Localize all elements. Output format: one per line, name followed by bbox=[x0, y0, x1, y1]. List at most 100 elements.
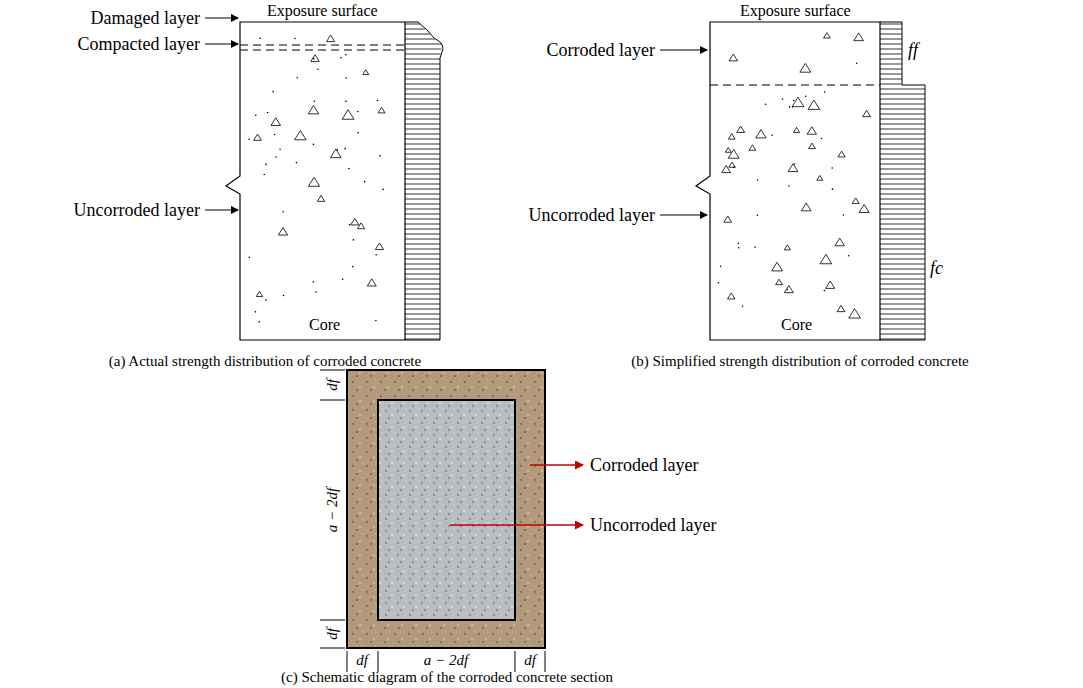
aggregate-speck bbox=[317, 195, 324, 201]
aggregate-speck bbox=[757, 179, 759, 181]
aggregate-speck bbox=[824, 290, 826, 292]
hatch-line bbox=[880, 59, 902, 60]
hatch-line bbox=[880, 219, 925, 220]
hatch-line bbox=[880, 299, 925, 300]
hatch-line bbox=[880, 314, 925, 315]
aggregate-speck bbox=[344, 148, 346, 150]
hatch-line bbox=[880, 44, 902, 45]
aggregate-speck bbox=[800, 63, 811, 72]
aggregate-speck bbox=[729, 162, 736, 167]
aggregate-texture bbox=[718, 33, 871, 318]
hatch-line bbox=[880, 204, 925, 205]
hatch-line bbox=[880, 294, 925, 295]
aggregate-speck bbox=[377, 100, 379, 102]
hatch-line bbox=[880, 189, 925, 190]
leader-arrow bbox=[205, 210, 238, 211]
hatch-line bbox=[405, 39, 435, 40]
hatch-line bbox=[405, 244, 440, 245]
hatch-line bbox=[405, 189, 440, 190]
layer-label: Uncorroded layer bbox=[590, 515, 716, 536]
aggregate-speck bbox=[720, 265, 722, 267]
aggregate-speck bbox=[784, 285, 793, 292]
aggregate-speck bbox=[738, 247, 740, 249]
aggregate-speck bbox=[349, 224, 351, 226]
hatch-line bbox=[405, 329, 440, 330]
aggregate-texture bbox=[248, 35, 385, 323]
leader-arrow bbox=[530, 464, 583, 466]
hatch-line bbox=[405, 99, 440, 100]
hatch-line bbox=[405, 94, 440, 95]
hatch-line bbox=[880, 114, 925, 115]
hatch-line bbox=[880, 239, 925, 240]
aggregate-speck bbox=[793, 127, 799, 132]
aggregate-speck bbox=[283, 295, 285, 297]
aggregate-speck bbox=[826, 281, 835, 288]
hatch-line bbox=[405, 79, 440, 80]
core-label: Core bbox=[307, 316, 342, 334]
aggregate-speck bbox=[256, 291, 262, 296]
hatch-line bbox=[405, 239, 440, 240]
aggregate-speck bbox=[794, 163, 796, 165]
leader-arrow bbox=[205, 18, 238, 19]
hatch-line bbox=[405, 34, 430, 35]
hatch-line bbox=[880, 184, 925, 185]
aggregate-speck bbox=[742, 305, 744, 307]
aggregate-speck bbox=[265, 299, 267, 301]
surface-heading: Exposure surface bbox=[740, 2, 851, 20]
hatch-line bbox=[880, 94, 925, 95]
aggregate-speck bbox=[724, 216, 732, 222]
hatch-line bbox=[880, 164, 925, 165]
aggregate-speck bbox=[843, 214, 845, 216]
corroded-ring bbox=[347, 370, 545, 648]
hatch-line bbox=[880, 289, 925, 290]
aggregate-speck bbox=[749, 145, 756, 150]
aggregate-speck bbox=[728, 293, 735, 299]
hatch-line bbox=[405, 269, 440, 270]
hatch-line bbox=[405, 314, 440, 315]
aggregate-speck bbox=[832, 188, 834, 190]
aggregate-speck bbox=[718, 282, 720, 284]
strength-symbol: fc bbox=[930, 258, 943, 279]
aggregate-speck bbox=[263, 174, 265, 176]
hatch-line bbox=[405, 119, 440, 120]
hatch-line bbox=[880, 74, 902, 75]
aggregate-speck bbox=[364, 181, 366, 183]
aggregate-speck bbox=[255, 115, 257, 117]
hatch-line bbox=[405, 64, 440, 65]
aggregate-speck bbox=[784, 245, 790, 250]
hatch-line bbox=[880, 139, 925, 140]
aggregate-speck bbox=[835, 238, 845, 246]
hatch-line bbox=[880, 234, 925, 235]
aggregate-speck bbox=[265, 164, 267, 166]
aggregate-speck bbox=[821, 138, 823, 140]
aggregate-speck bbox=[314, 101, 316, 103]
dimension-label: df bbox=[524, 652, 536, 669]
aggregate-speck bbox=[807, 127, 816, 134]
hatch-line bbox=[880, 324, 925, 325]
aggregate-speck bbox=[342, 110, 354, 120]
layer-label: Corroded layer bbox=[547, 40, 655, 61]
aggregate-speck bbox=[737, 126, 745, 132]
aggregate-speck bbox=[254, 134, 262, 140]
hatch-line bbox=[880, 49, 902, 50]
hatch-line bbox=[405, 144, 440, 145]
hatch-line bbox=[405, 139, 440, 140]
hatch-line bbox=[880, 334, 925, 335]
hatch-line bbox=[405, 174, 440, 175]
hatch-line bbox=[405, 84, 440, 85]
hatch-line bbox=[405, 184, 440, 185]
aggregate-speck bbox=[308, 177, 319, 186]
aggregate-speck bbox=[859, 204, 869, 212]
hatch-line bbox=[880, 134, 925, 135]
hatch-line bbox=[405, 274, 440, 275]
aggregate-speck bbox=[313, 281, 315, 283]
hatch-line bbox=[880, 84, 902, 85]
hatch-line bbox=[880, 129, 925, 130]
aggregate-speck bbox=[772, 262, 783, 271]
hatch-line bbox=[405, 309, 440, 310]
aggregate-speck bbox=[756, 130, 766, 138]
layer-label: Uncorroded layer bbox=[74, 200, 200, 221]
hatch-line bbox=[405, 264, 440, 265]
hatch-line bbox=[405, 339, 440, 340]
aggregate-speck bbox=[728, 134, 735, 139]
